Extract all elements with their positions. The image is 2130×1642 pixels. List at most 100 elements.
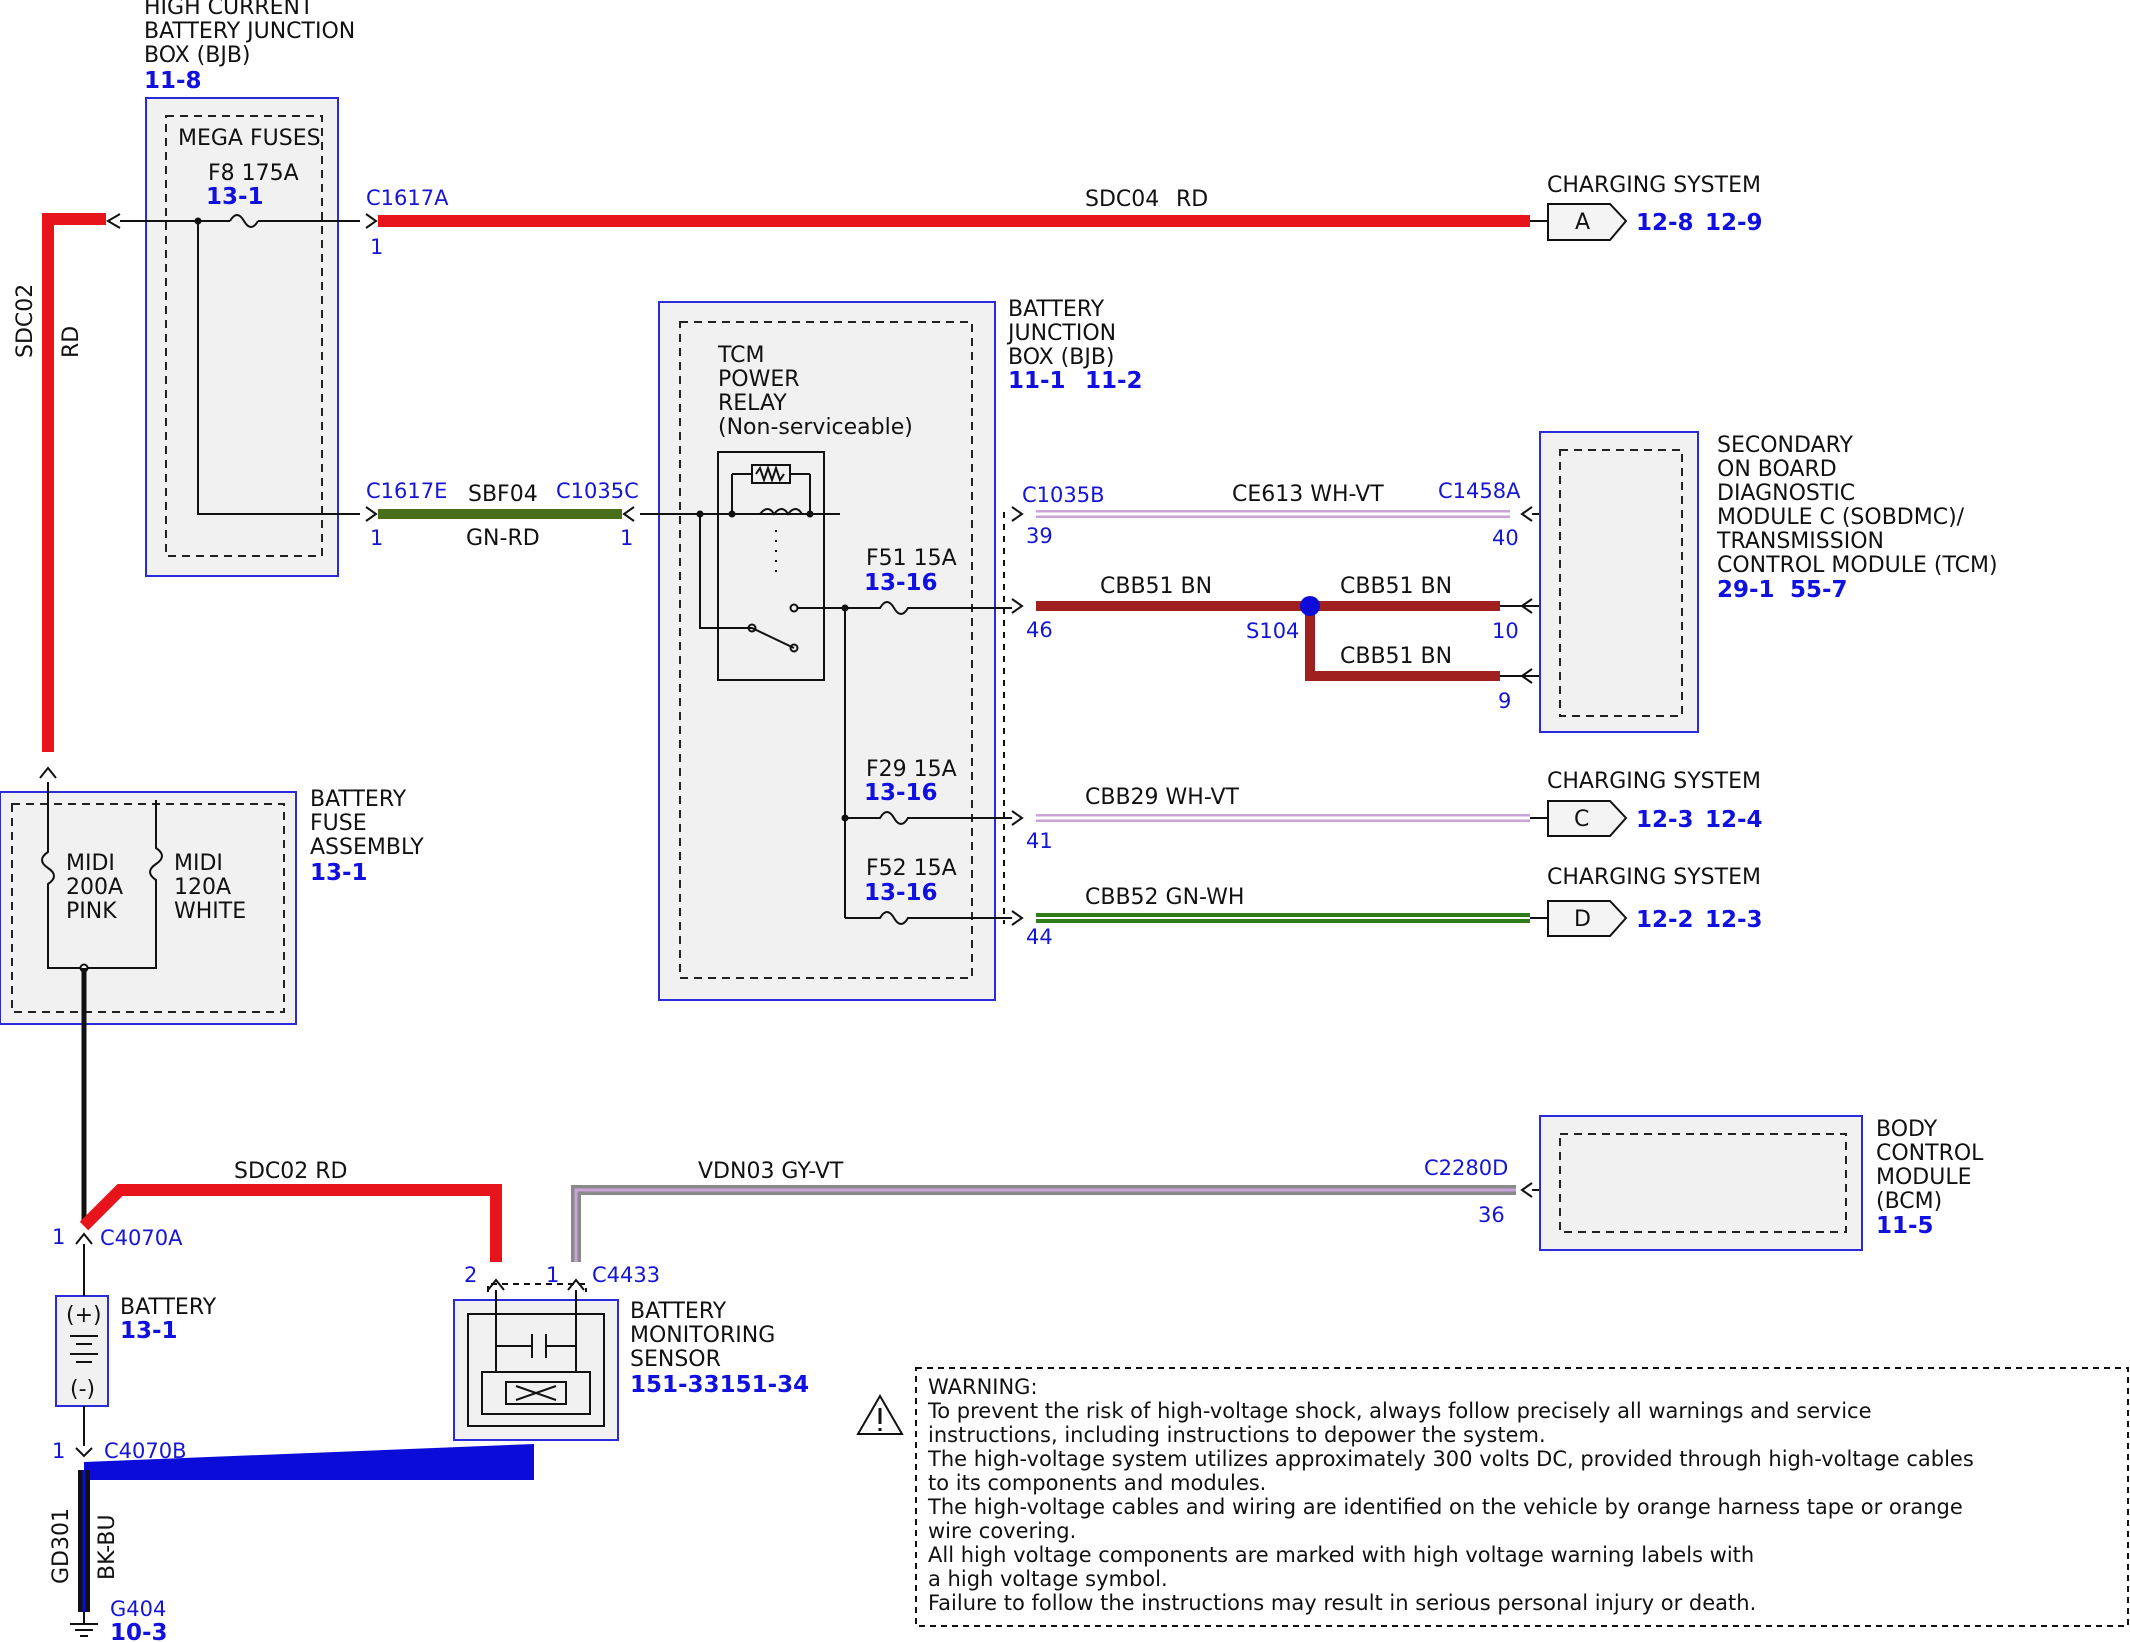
relay-contact-3: [789, 603, 799, 613]
wire-cbb51: [1036, 601, 1500, 681]
fuse-assembly-top-terminal: [39, 766, 57, 779]
relay-name-3: RELAY: [718, 391, 787, 416]
charging-system-d[interactable]: CHARGING SYSTEM D 12-2 12-3: [1530, 865, 1763, 937]
bms-name-1: BATTERY: [630, 1299, 727, 1324]
sobdmc-box: [1539, 431, 1699, 733]
sobdmc-ref-2[interactable]: 55-7: [1790, 577, 1848, 603]
warning-line-1: To prevent the risk of high-voltage shoc…: [927, 1399, 1872, 1423]
pin-41-terminal: [1011, 810, 1024, 826]
splice-s104[interactable]: [1300, 596, 1320, 616]
bcm-ref[interactable]: 11-5: [1876, 1213, 1934, 1239]
charging-d-ref-1[interactable]: 12-2: [1636, 907, 1694, 933]
c4433-dash: [487, 1283, 587, 1292]
wire-gd301-code: GD301: [49, 1508, 74, 1584]
bjb-box: [658, 301, 996, 1001]
sobdmc-tcm-module: SECONDARY ON BOARD DIAGNOSTIC MODULE C (…: [1539, 431, 1998, 733]
charging-c-ref-2[interactable]: 12-4: [1705, 807, 1763, 833]
bjb-ref-1[interactable]: 11-1: [1008, 368, 1066, 394]
c4433-pin-2: 2: [464, 1263, 477, 1287]
midi-fuses-wiring: [41, 782, 163, 969]
fuse-f51-label: F51 15A: [866, 546, 957, 571]
bjb-ref-2[interactable]: 11-2: [1085, 368, 1143, 394]
bcm-name-4: (BCM): [1876, 1189, 1942, 1214]
midi1-line-3: PINK: [66, 899, 117, 924]
charging-c-ref-1[interactable]: 12-3: [1636, 807, 1694, 833]
fuse-f52-label: F52 15A: [866, 856, 957, 881]
g404-label: G404: [110, 1597, 166, 1621]
c4070a-terminal: [75, 1232, 93, 1245]
hc-bjb-name-3: BOX (BJB): [144, 43, 251, 68]
sobdmc-name-5: TRANSMISSION: [1716, 529, 1884, 554]
relay-box: [717, 451, 825, 681]
bms-inner: [467, 1313, 605, 1427]
c4433-label: C4433: [592, 1263, 660, 1287]
relay-coil-leads: [731, 473, 811, 514]
c1617a-pin: 1: [370, 235, 383, 259]
c4070b-label: C4070B: [104, 1439, 187, 1463]
s104-label: S104: [1246, 619, 1299, 643]
fuse-f29-label: F29 15A: [866, 757, 957, 782]
fuse-f29-path: [845, 811, 1012, 825]
hc-bjb-ref[interactable]: 11-8: [144, 68, 202, 94]
sobdmc-name-4: MODULE C (SOBDMC)/: [1717, 505, 1965, 530]
pin-44: 44: [1026, 925, 1053, 949]
bcm-box: [1539, 1115, 1863, 1251]
charging-system-c[interactable]: CHARGING SYSTEM C 12-3 12-4: [1530, 769, 1763, 837]
hc-bjb-internal-wire: [197, 221, 360, 515]
charging-system-a[interactable]: CHARGING SYSTEM A 12-8 12-9: [1530, 173, 1763, 241]
battery-minus: (-): [70, 1377, 95, 1402]
charging-d-ref-2[interactable]: 12-3: [1705, 907, 1763, 933]
high-voltage-warning: WARNING: To prevent the risk of high-vol…: [856, 1367, 2129, 1627]
g404-ref[interactable]: 10-3: [110, 1620, 168, 1642]
fuse-assembly-ref[interactable]: 13-1: [310, 860, 368, 886]
bms-element-frame: [481, 1371, 591, 1415]
c4070b-pin: 1: [52, 1439, 65, 1463]
bms-name-3: SENSOR: [630, 1347, 721, 1372]
fuse-f51-ref[interactable]: 13-16: [864, 570, 938, 596]
battery-fuse-assembly: BATTERY FUSE ASSEMBLY 13-1 MIDI 200A PIN…: [0, 782, 424, 1025]
warning-title: WARNING:: [928, 1375, 1038, 1399]
fuse-f29-ref[interactable]: 13-16: [864, 780, 938, 806]
c1617e-pin: 1: [370, 526, 383, 550]
bms-ref[interactable]: 151-33151-34: [630, 1372, 809, 1398]
pin-46: 46: [1026, 618, 1053, 642]
ground-g404-symbol: [70, 1612, 98, 1637]
battery-cell-symbol: [70, 1335, 98, 1363]
pin-44-terminal: [1011, 910, 1024, 926]
pin-9: 9: [1498, 689, 1511, 713]
charging-d-letter: D: [1574, 907, 1591, 932]
pin-39: 39: [1026, 524, 1053, 548]
sobdmc-inner: [1559, 449, 1683, 717]
sobdmc-name-1: SECONDARY: [1717, 433, 1853, 458]
sobdmc-ref-1[interactable]: 29-1: [1717, 577, 1775, 603]
relay-name-1: TCM: [717, 343, 765, 368]
charging-a-ref-1[interactable]: 12-8: [1636, 210, 1694, 236]
c4070b-terminal: [75, 1447, 93, 1458]
c1035c-label: C1035C: [556, 479, 639, 503]
battery: (+) (-) BATTERY 13-1: [55, 1244, 217, 1446]
wire-sdc04-code: SDC04: [1085, 187, 1159, 212]
warning-line-5: The high-voltage cables and wiring are i…: [927, 1495, 1963, 1519]
charging-c-connector-shape: [1547, 800, 1628, 837]
charging-a-letter: A: [1575, 210, 1590, 235]
battery-ref[interactable]: 13-1: [120, 1318, 178, 1344]
fuse-f52-ref[interactable]: 13-16: [864, 880, 938, 906]
fuse-f8-ref[interactable]: 13-1: [206, 184, 264, 210]
hc-bjb-box: [145, 97, 339, 577]
midi2-line-1: MIDI: [174, 851, 223, 876]
wire-bms-ground-strap: [84, 1444, 534, 1480]
wire-cbb52-label: CBB52 GN-WH: [1085, 885, 1244, 910]
warning-line-6: wire covering.: [928, 1519, 1076, 1543]
relay-contact-1: [747, 623, 757, 633]
warning-line-4: to its components and modules.: [928, 1471, 1266, 1495]
c1035c-pin: 1: [620, 526, 633, 550]
c4433-pin-1: 1: [546, 1263, 559, 1287]
c1458a-label: C1458A: [1438, 479, 1521, 503]
wire-sdc02-code: SDC02: [13, 284, 38, 358]
charging-a-ref-2[interactable]: 12-9: [1705, 210, 1763, 236]
bcm-inner: [1559, 1133, 1847, 1233]
c1617e-label: C1617E: [366, 479, 447, 503]
relay-input-wiring: [640, 513, 840, 649]
wire-vdn03-label: VDN03 GY-VT: [698, 1159, 844, 1184]
fuse-assembly-box: [0, 791, 297, 1025]
